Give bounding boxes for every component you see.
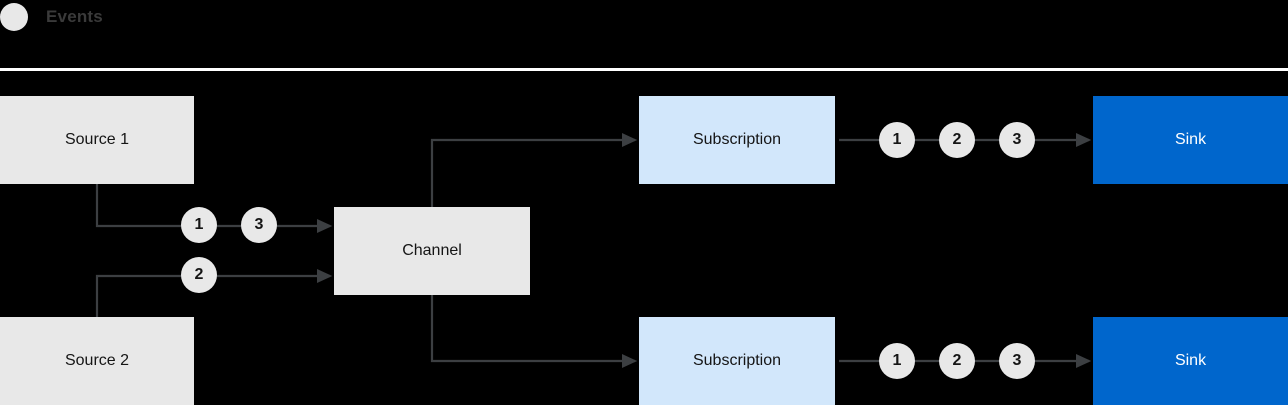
event-token: 3 bbox=[999, 122, 1035, 158]
header-divider bbox=[0, 68, 1288, 71]
node-label: Subscription bbox=[692, 352, 782, 369]
node-label: Channel bbox=[402, 242, 462, 259]
node-label: Source 1 bbox=[64, 131, 130, 148]
node-source-2[interactable]: Source 2 bbox=[0, 317, 194, 405]
event-token: 2 bbox=[939, 122, 975, 158]
node-subscription-1[interactable]: Subscription bbox=[639, 96, 835, 184]
node-label: Subscription bbox=[692, 131, 782, 148]
node-source-1[interactable]: Source 1 bbox=[0, 96, 194, 184]
event-token: 2 bbox=[181, 257, 217, 293]
event-token: 1 bbox=[879, 343, 915, 379]
node-label: Sink bbox=[1174, 131, 1207, 148]
event-token: 1 bbox=[879, 122, 915, 158]
event-circle-icon bbox=[0, 2, 28, 31]
node-channel[interactable]: Channel bbox=[334, 207, 530, 295]
node-label: Sink bbox=[1174, 352, 1207, 369]
node-label: Source 2 bbox=[64, 352, 130, 369]
node-subscription-2[interactable]: Subscription bbox=[639, 317, 835, 405]
event-token: 2 bbox=[939, 343, 975, 379]
event-token: 1 bbox=[181, 207, 217, 243]
node-sink-2[interactable]: Sink bbox=[1093, 317, 1288, 405]
legend-label: Events bbox=[46, 6, 103, 26]
node-sink-1[interactable]: Sink bbox=[1093, 96, 1288, 184]
legend: Events bbox=[0, 0, 103, 33]
event-token: 3 bbox=[999, 343, 1035, 379]
event-token: 3 bbox=[241, 207, 277, 243]
